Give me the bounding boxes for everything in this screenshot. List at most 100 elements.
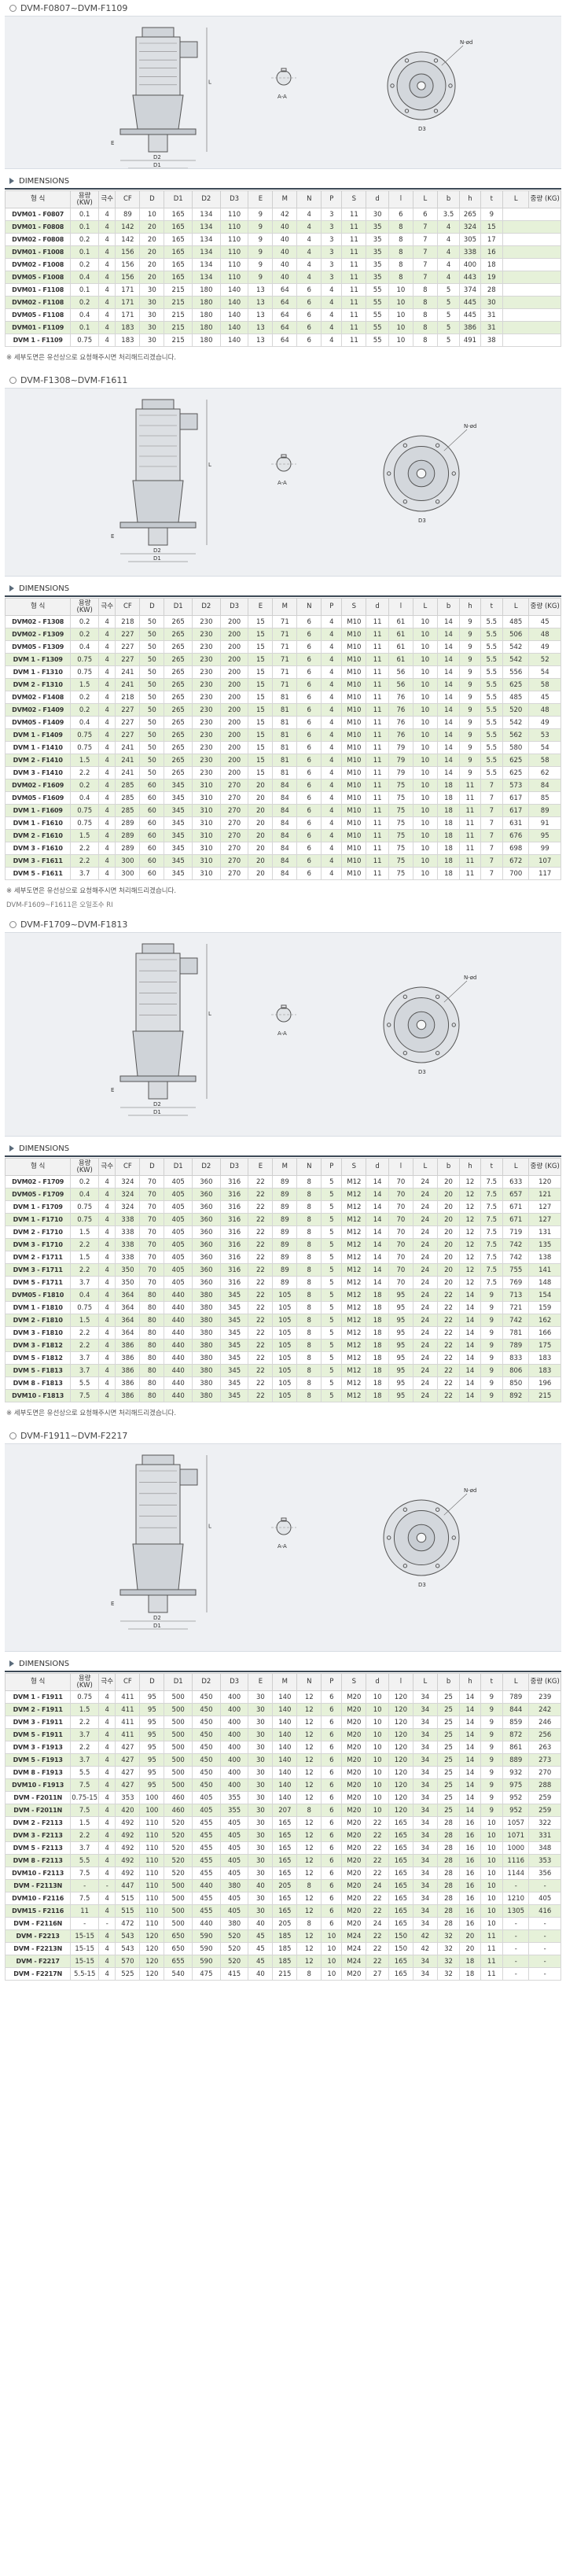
table-cell: 4 — [98, 1778, 116, 1792]
table-cell: 4 — [98, 665, 116, 679]
dimensions-rule — [5, 595, 561, 597]
table-cell: 11 — [366, 678, 389, 691]
table-cell: 40 — [248, 1917, 274, 1930]
footnote: ※ 세부도면은 유선상으로 요청해주시면 처리해드리겠습니다. — [6, 887, 177, 895]
table-cell: 60 — [139, 867, 165, 880]
table-cell: 10 — [412, 766, 438, 779]
table-cell: 14 — [459, 1778, 481, 1792]
table-cell: 4 — [98, 741, 116, 754]
table-cell: - — [502, 1929, 530, 1943]
table-cell: 12 — [296, 1854, 322, 1867]
table-cell: 230 — [192, 640, 221, 654]
table-cell: 80 — [139, 1301, 165, 1314]
table-cell: M12 — [341, 1238, 367, 1251]
series-title: DVM-F0807~DVM-F1109 — [5, 0, 561, 16]
table-cell: 440 — [164, 1301, 193, 1314]
table-cell: 0.75 — [70, 665, 100, 679]
table-cell: 380 — [219, 1879, 249, 1892]
table-cell: 200 — [219, 741, 249, 754]
table-cell: 4 — [98, 754, 116, 767]
table-cell: 230 — [192, 754, 221, 767]
table-cell: 14 — [436, 741, 461, 754]
model-cell: DVM02 - F1609 — [4, 779, 72, 792]
table-cell: 360 — [192, 1276, 221, 1289]
table-cell: 18 — [366, 1364, 389, 1377]
table-cell: 9 — [480, 1766, 504, 1779]
table-cell: 355 — [219, 1804, 249, 1817]
table-cell: 4 — [98, 1841, 116, 1855]
table-cell: 11 — [366, 829, 389, 842]
table-cell: 24 — [412, 1376, 438, 1390]
table-cell: 25 — [436, 1804, 461, 1817]
table-cell: 105 — [272, 1314, 298, 1327]
label-d2: D2 — [153, 1101, 161, 1107]
table-cell: 350 — [115, 1276, 141, 1289]
table-cell: 4 — [98, 640, 116, 654]
table-cell: 350 — [115, 1263, 141, 1277]
table-cell: 450 — [192, 1741, 221, 1754]
table-cell: 580 — [502, 741, 530, 754]
table-cell: 0.75 — [70, 334, 100, 347]
table-cell: 4 — [98, 615, 116, 628]
table-cell: 140 — [272, 1690, 298, 1704]
table-cell: 28 — [436, 1841, 461, 1855]
table-cell: 8 — [296, 1967, 322, 1981]
table-cell: 0.2 — [70, 691, 100, 704]
table-cell: 10 — [366, 1753, 389, 1767]
table-cell: 95 — [139, 1766, 165, 1779]
table-cell: 11 — [459, 779, 481, 792]
table-cell: 34 — [412, 1967, 438, 1981]
table-cell: 28 — [436, 1867, 461, 1880]
table-cell: 265 — [164, 653, 193, 666]
table-cell: 5 — [321, 1389, 343, 1402]
table-cell: 11 — [459, 804, 481, 817]
table-cell: 200 — [219, 653, 249, 666]
column-header: CF — [115, 1673, 141, 1691]
table-cell: 316 — [219, 1213, 249, 1226]
table-cell: 324 — [115, 1200, 141, 1214]
table-cell: 230 — [192, 615, 221, 628]
table-cell: 380 — [192, 1364, 221, 1377]
table-cell: 400 — [219, 1778, 249, 1792]
table-cell: 9 — [480, 208, 504, 221]
table-cell: 5.5 — [480, 628, 504, 641]
table-cell: 24 — [412, 1200, 438, 1214]
column-header: D3 — [219, 1158, 249, 1176]
table-cell: 11 — [459, 816, 481, 830]
table-cell: 360 — [192, 1213, 221, 1226]
table-cell: 80 — [139, 1351, 165, 1365]
table-cell: 4 — [98, 1364, 116, 1377]
table-cell: 3 — [321, 258, 343, 271]
column-header: d — [366, 1158, 389, 1176]
table-cell: 13 — [248, 321, 274, 334]
table-cell: 15 — [248, 691, 274, 704]
table-cell: 165 — [388, 1854, 413, 1867]
table-cell: 200 — [219, 703, 249, 717]
table-cell: 5 — [321, 1288, 343, 1302]
table-cell: 443 — [459, 271, 481, 284]
table-cell: 5 — [321, 1188, 343, 1201]
column-header: d — [366, 190, 389, 208]
table-cell: 171 — [115, 283, 141, 297]
table-cell: 200 — [219, 615, 249, 628]
model-cell: DVM 3 - F1610 — [4, 842, 72, 855]
table-cell: 324 — [115, 1188, 141, 1201]
table-cell: 246 — [528, 1715, 561, 1729]
table-cell: 165 — [272, 1816, 298, 1830]
table-cell: 50 — [139, 615, 165, 628]
table-cell: 34 — [412, 1892, 438, 1905]
table-cell: 230 — [192, 665, 221, 679]
table-cell: 353 — [115, 1791, 141, 1804]
table-cell: 35 — [366, 258, 389, 271]
table-cell: 28 — [436, 1904, 461, 1918]
table-cell: 24 — [412, 1225, 438, 1239]
table-cell: 81 — [272, 728, 298, 742]
table-cell: 110 — [139, 1879, 165, 1892]
table-cell: 7.5 — [480, 1251, 504, 1264]
table-cell: 180 — [192, 296, 221, 309]
table-cell: 310 — [192, 816, 221, 830]
